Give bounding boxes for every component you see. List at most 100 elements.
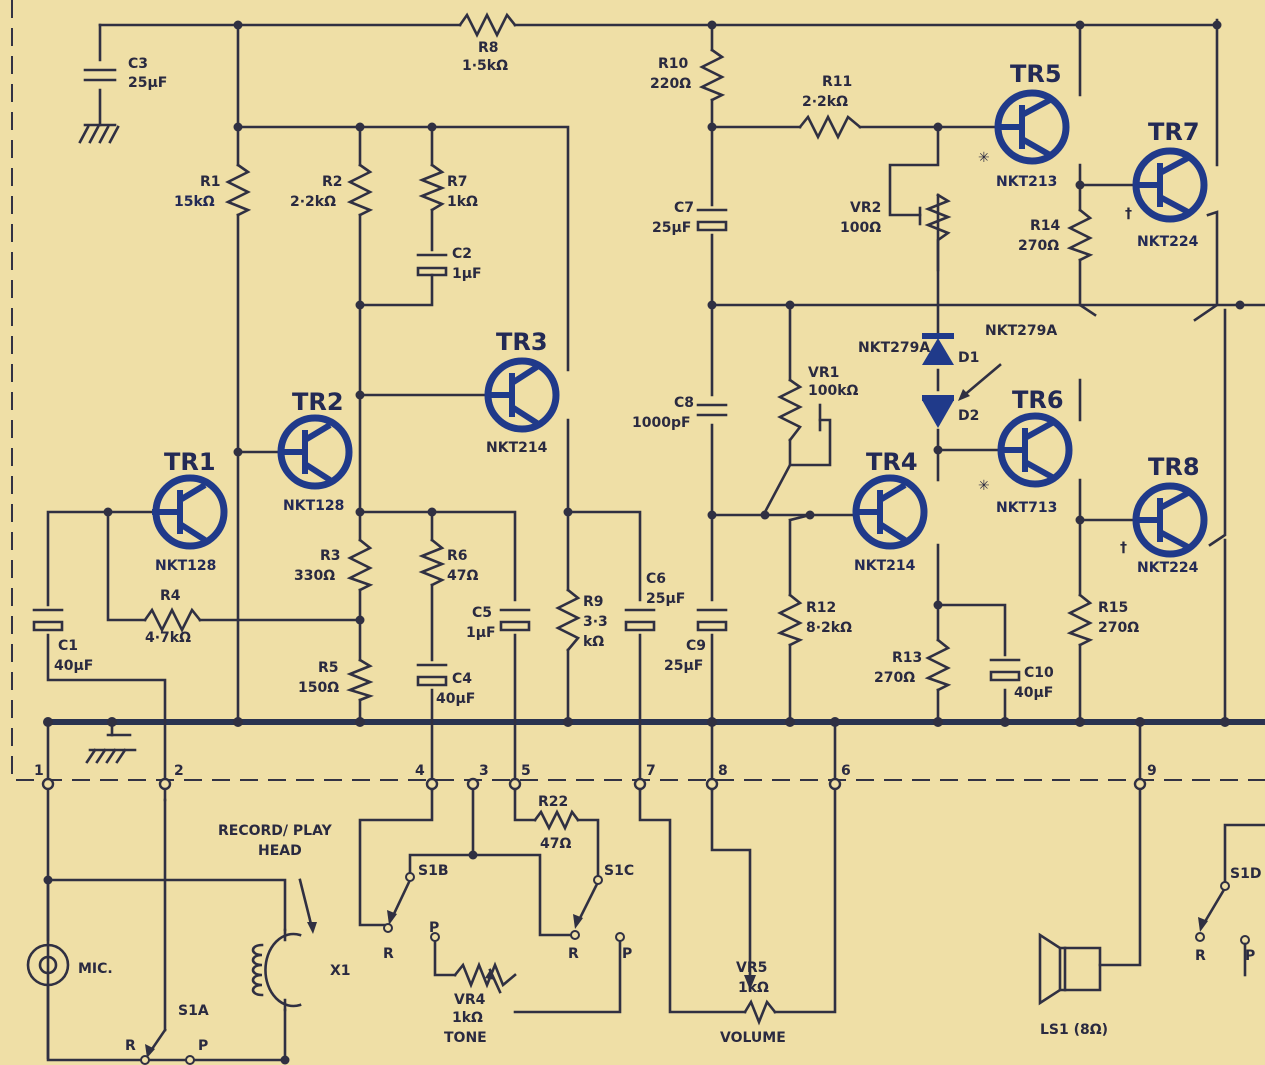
label-tr8: TR8 <box>1148 453 1200 481</box>
value-vr4: 1kΩ <box>452 1010 483 1026</box>
resistor-r12 <box>776 593 804 647</box>
label-head-1: RECORD/ PLAY <box>218 823 333 839</box>
external-wiring <box>46 720 1265 1062</box>
label-c10: C10 <box>1024 665 1054 681</box>
type-d2: NKT279A <box>985 323 1057 339</box>
asterisk-tr5: ✳ <box>978 150 990 166</box>
label-r3: R3 <box>320 548 341 564</box>
value-r2: 2·2kΩ <box>290 194 336 210</box>
pos-s1b-p: P <box>429 920 439 936</box>
label-tr1: TR1 <box>164 448 216 476</box>
label-r7: R7 <box>447 174 468 190</box>
resistor-r11 <box>798 114 862 140</box>
caption-vr5: VOLUME <box>720 1030 786 1046</box>
value-r6: 47Ω <box>447 568 478 584</box>
label-c4: C4 <box>452 671 472 687</box>
label-c2: C2 <box>452 246 472 262</box>
pin-6: 6 <box>841 763 851 779</box>
potentiometer-vr1 <box>777 378 822 442</box>
label-s1a: S1A <box>178 1003 209 1019</box>
loudspeaker <box>1038 932 1102 1006</box>
value-r14: 270Ω <box>1018 238 1059 254</box>
connector-pins <box>41 777 1147 791</box>
pin-7: 7 <box>646 763 656 779</box>
value-r11: 2·2kΩ <box>802 94 848 110</box>
switch-s1d <box>1195 881 1250 977</box>
pin-1: 1 <box>34 763 44 779</box>
type-d1: NKT279A <box>858 340 930 356</box>
caption-vr4: TONE <box>444 1030 487 1046</box>
label-r14: R14 <box>1030 218 1061 234</box>
pin-9: 9 <box>1147 763 1157 779</box>
resistor-r4 <box>143 607 202 633</box>
value-c3: 25µF <box>128 75 167 91</box>
capacitor-c3 <box>83 68 117 82</box>
label-r9: R9 <box>583 594 604 610</box>
resistor-r9 <box>555 588 581 652</box>
label-r1: R1 <box>200 174 221 190</box>
resistor-r22 <box>533 809 580 832</box>
resistor-r7 <box>418 163 446 212</box>
pos-s1d-p: P <box>1245 948 1255 964</box>
pin-labels: 1 2 4 3 5 7 8 6 9 <box>34 763 1157 779</box>
resistor-r15 <box>1066 593 1094 647</box>
capacitor-c10 <box>989 658 1021 682</box>
label-r11: R11 <box>822 74 852 90</box>
capacitor-c1 <box>32 608 64 632</box>
diode-d2-arrow <box>958 363 1002 401</box>
pin-8: 8 <box>718 763 728 779</box>
value-r3: 330Ω <box>294 568 335 584</box>
type-tr4: NKT214 <box>854 558 916 574</box>
record-play-head <box>251 878 317 1012</box>
microphone-socket <box>26 943 70 987</box>
capacitor-c2 <box>416 253 448 277</box>
capacitor-c6 <box>624 608 656 632</box>
value-c5: 1µF <box>466 625 496 641</box>
resistor-r3 <box>346 538 374 592</box>
label-c6: C6 <box>646 571 666 587</box>
value-r12: 8·2kΩ <box>806 620 852 636</box>
label-r12: R12 <box>806 600 836 616</box>
label-tr6: TR6 <box>1012 386 1064 414</box>
value-vr2: 100Ω <box>840 220 881 236</box>
switch-s1c <box>570 875 625 942</box>
pos-s1b-r: R <box>383 946 394 962</box>
value-c2: 1µF <box>452 266 482 282</box>
resistor-r1 <box>224 163 252 217</box>
label-s1b: S1B <box>418 863 449 879</box>
capacitor-c4 <box>416 663 448 687</box>
label-d1: D1 <box>958 350 979 366</box>
label-d2: D2 <box>958 408 979 424</box>
capacitor-c5 <box>499 608 531 632</box>
label-c8: C8 <box>674 395 694 411</box>
label-ls1: LS1 (8Ω) <box>1040 1022 1108 1038</box>
type-tr5: NKT213 <box>996 174 1057 190</box>
value-r5: 150Ω <box>298 680 339 696</box>
pos-s1c-p: P <box>622 946 632 962</box>
value-c4: 40µF <box>436 691 475 707</box>
label-r6: R6 <box>447 548 468 564</box>
type-tr2: NKT128 <box>283 498 344 514</box>
label-x1: X1 <box>330 963 351 979</box>
transistor-tr4 <box>852 474 928 550</box>
diode-d2 <box>922 395 954 428</box>
label-c9: C9 <box>686 638 706 654</box>
label-vr2: VR2 <box>850 200 881 216</box>
value-r9-a: 3·3 <box>583 614 608 630</box>
mark-labels: ✳ ✳ † † <box>978 150 1132 556</box>
transistor-tr7 <box>1132 147 1208 223</box>
transistor-tr3 <box>484 357 560 433</box>
resistor-r14 <box>1066 208 1094 262</box>
label-tr2: TR2 <box>292 388 344 416</box>
pos-s1a-r: R <box>125 1038 136 1054</box>
label-c1: C1 <box>58 638 78 654</box>
label-head-2: HEAD <box>258 843 302 859</box>
component-labels: C3 25µF R8 1·5kΩ R10 220Ω R11 2·2kΩ R1 1… <box>54 40 1139 1046</box>
label-mic: MIC. <box>78 961 113 977</box>
value-r13: 270Ω <box>874 670 915 686</box>
value-r1: 15kΩ <box>174 194 215 210</box>
transistor-labels: TR1 NKT128 TR2 NKT128 TR3 NKT214 TR4 NKT… <box>155 60 1200 576</box>
type-tr1: NKT128 <box>155 558 216 574</box>
potentiometer-vr2 <box>918 193 952 272</box>
value-c8: 1000pF <box>632 415 691 431</box>
